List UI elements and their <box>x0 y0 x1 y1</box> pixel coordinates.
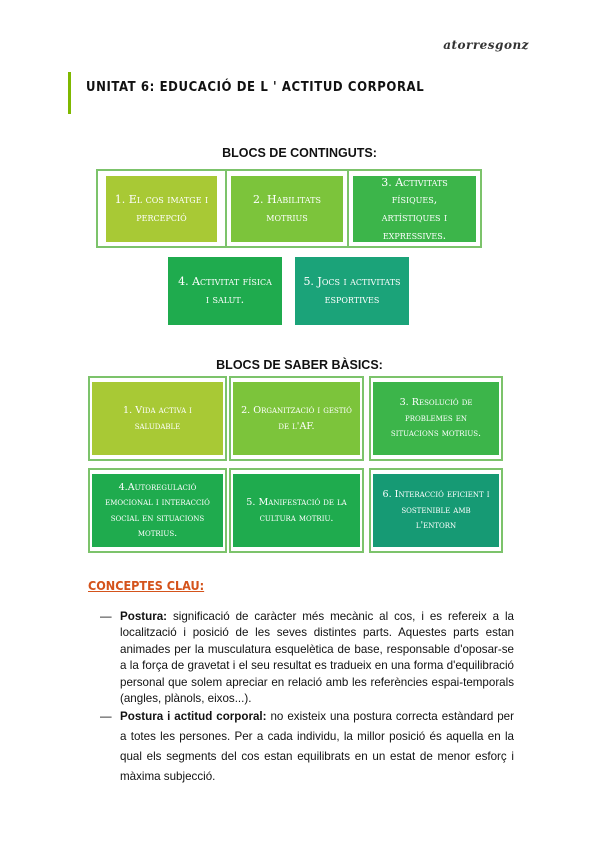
frame-saber-6 <box>369 468 503 553</box>
blocs-continguts-heading: BLOCS DE CONTINGUTS: <box>222 146 377 160</box>
frame-saber-2 <box>229 376 364 461</box>
saber-box-3: 3. Resolució de problemes en situacions … <box>373 382 499 455</box>
concept-text: significació de caràcter més mecànic al … <box>120 610 514 706</box>
continguts-box-1: 1. El cos imatge i percepció <box>106 176 217 242</box>
concepts-list: — Postura: significació de caràcter més … <box>100 609 514 787</box>
frame-saber-3 <box>369 376 503 461</box>
frame-continguts-3 <box>347 169 482 248</box>
dash-bullet: — <box>100 610 112 623</box>
saber-box-2: 2. Organització i gestió de l'AF. <box>233 382 360 455</box>
saber-box-4: 4.Autoregulació emocional i interacció s… <box>92 474 223 547</box>
saber-box-1: 1. Vida activa i saludable <box>92 382 223 455</box>
continguts-box-3: 3. Activitats físiques, artístiques i ex… <box>353 176 476 242</box>
continguts-box-4: 4. Activitat física i salut. <box>168 257 282 325</box>
continguts-box-2: 2. Habilitats motrius <box>231 176 343 242</box>
title-accent-bar <box>68 72 71 114</box>
dash-bullet: — <box>100 710 112 724</box>
concepts-heading: CONCEPTES CLAU: <box>88 578 205 593</box>
saber-box-6: 6. Interacció eficient i sostenible amb … <box>373 474 499 547</box>
frame-saber-4 <box>88 468 227 553</box>
concept-term: Postura i actitud corporal: <box>120 710 267 724</box>
blocs-saber-heading: BLOCS DE SABER BÀSICS: <box>216 358 383 372</box>
frame-saber-1 <box>88 376 227 461</box>
page-title: UNITAT 6: EDUCACIÓ DE L ' ACTITUD CORPOR… <box>86 80 425 95</box>
author-signature: atorresgonz <box>443 38 529 52</box>
concept-item: — Postura i actitud corporal: no existei… <box>100 707 514 787</box>
concept-text: no existeix una postura correcta estànda… <box>120 710 514 784</box>
concept-term: Postura: <box>120 610 168 623</box>
frame-saber-5 <box>229 468 364 553</box>
concept-item: — Postura: significació de caràcter més … <box>100 609 514 707</box>
saber-box-5: 5. Manifestació de la cultura motriu. <box>233 474 360 547</box>
continguts-box-5: 5. Jocs i activitats esportives <box>295 257 409 325</box>
